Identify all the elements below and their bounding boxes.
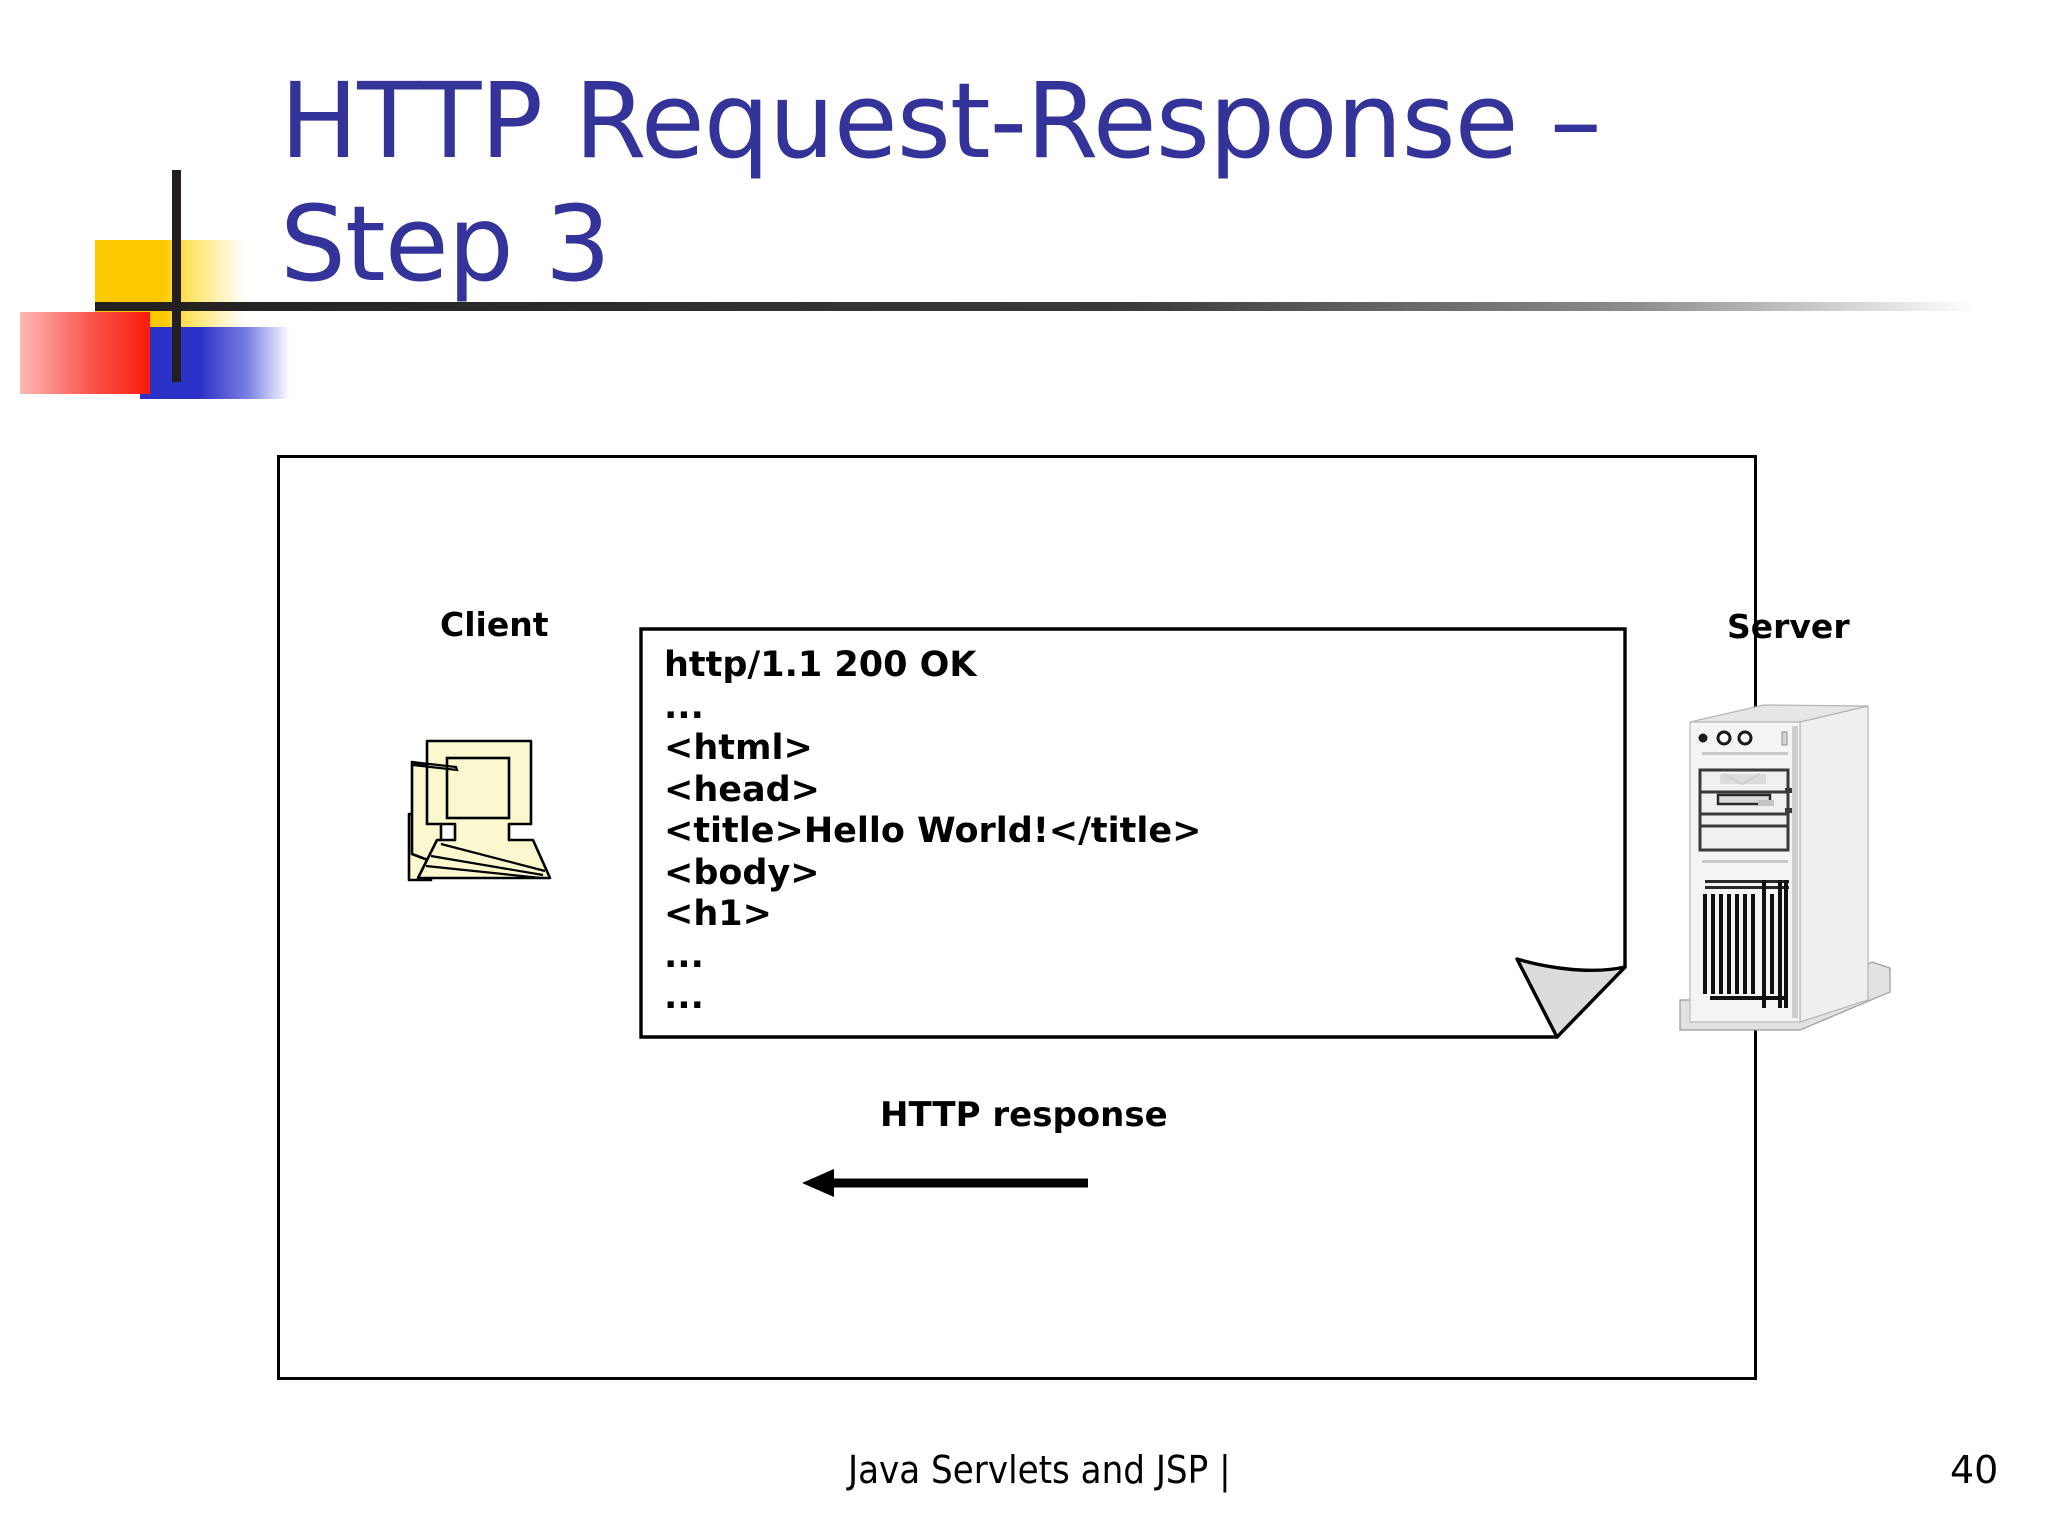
http-response-message-box: http/1.1 200 OK...<html><head><title>Hel… [639,627,1627,1039]
code-line: <head> [664,769,820,810]
logo-horizontal-rule [95,302,1975,311]
client-label: Client [440,605,549,644]
logo-blue-square [140,327,290,399]
decorative-logo [0,150,1975,399]
logo-vertical-bar [172,170,181,382]
server-tower-icon [1672,700,1907,1045]
footer-text: Java Servlets and JSP | [848,1448,1231,1492]
code-line: ... [664,686,704,727]
logo-red-square [20,312,150,394]
code-line: http/1.1 200 OK [664,645,977,685]
http-response-arrow-label: HTTP response [880,1095,1168,1135]
server-label: Server [1727,607,1850,646]
code-line: <title>Hello World!</title> [664,811,1202,851]
http-response-arrow [800,1165,1090,1201]
client-computer-icon [385,728,565,903]
code-line: ... [664,935,704,976]
page-number: 40 [1950,1448,1999,1492]
http-response-code-block: http/1.1 200 OK...<html><head><title>Hel… [664,645,1201,1019]
code-line: ... [664,977,704,1017]
page-title: HTTP Request-Response – Step 3 [280,60,1602,305]
code-line: <html> [664,728,813,768]
code-line: <h1> [664,894,772,934]
code-line: <body> [664,852,820,893]
